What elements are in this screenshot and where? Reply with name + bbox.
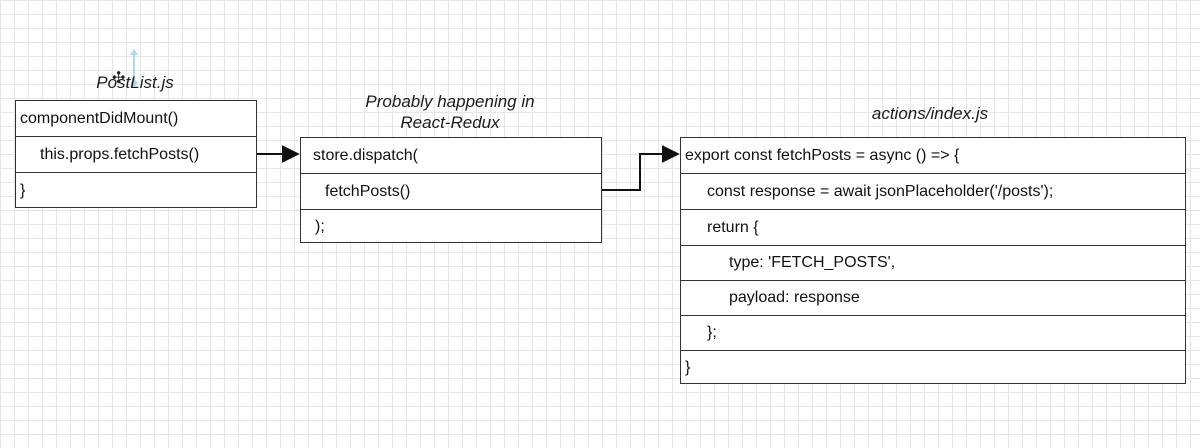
code-line: } (685, 359, 691, 376)
postlist-box[interactable]: componentDidMount() this.props.fetchPost… (15, 100, 257, 208)
code-line: const response = await jsonPlaceholder('… (681, 174, 1185, 210)
arrow-dispatch-to-actions (602, 145, 680, 191)
actions-title: actions/index.js (871, 104, 989, 123)
code-line: } (20, 182, 26, 199)
code-line: fetchPosts() (301, 174, 601, 210)
code-line: store.dispatch( (301, 138, 601, 174)
middle-title: Probably happening in React-Redux (320, 91, 580, 133)
code-line: this.props.fetchPosts() (16, 137, 256, 173)
code-line: export const fetchPosts = async () => { (681, 138, 1185, 174)
actions-box[interactable]: export const fetchPosts = async () => { … (680, 137, 1186, 384)
code-line: componentDidMount() (16, 101, 256, 137)
code-line: payload: response (681, 281, 1185, 316)
dispatch-box[interactable]: store.dispatch( fetchPosts() ); (300, 137, 602, 243)
middle-title-line-1: Probably happening in (365, 92, 535, 111)
code-line: ); (315, 218, 325, 235)
move-cursor-icon: ✣ (112, 70, 126, 87)
code-line: return { (681, 210, 1185, 246)
code-line: type: 'FETCH_POSTS', (681, 246, 1185, 281)
postlist-title: PostList.js (96, 73, 174, 92)
drag-handle[interactable] (127, 47, 141, 87)
code-line: }; (681, 316, 1185, 351)
middle-title-line-2: React-Redux (400, 113, 500, 132)
